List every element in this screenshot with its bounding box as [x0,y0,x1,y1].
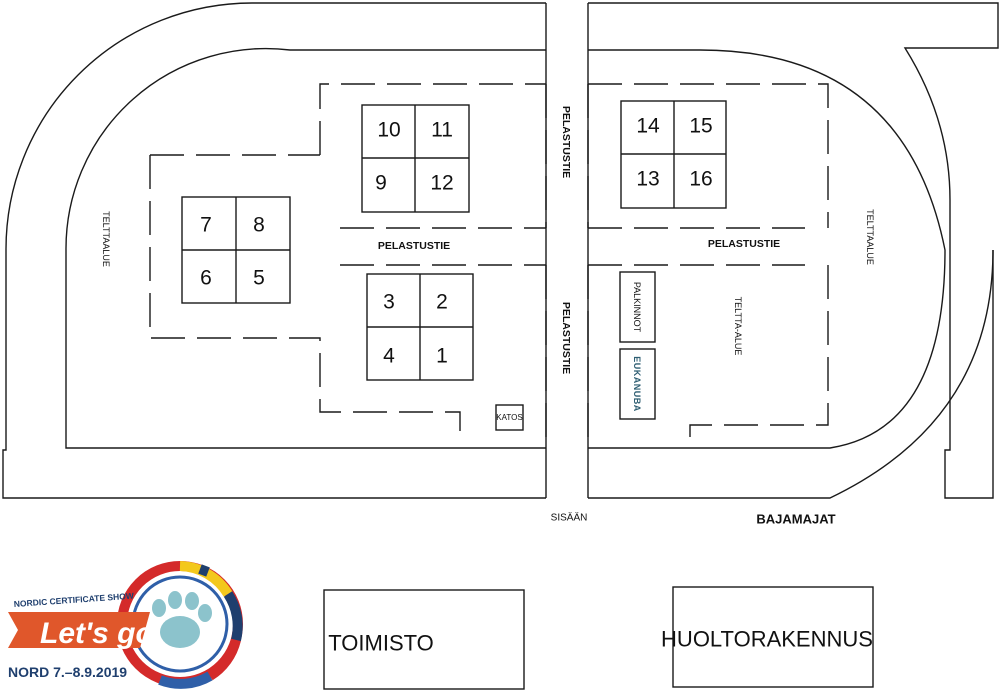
tent-area-label: TELTTA-ALUE [733,297,743,356]
office-building [323,589,525,690]
ring-11[interactable]: 11 [431,119,453,142]
ring-10[interactable]: 10 [377,119,400,142]
rescue-road-label: PELASTUSTIE [708,238,780,250]
sponsor-label: EUKANUBA [632,356,642,412]
ring-6[interactable]: 6 [200,267,212,290]
entrance-label: SISÄÄN [551,512,588,524]
ring-group-1-4: 3 2 4 1 [366,273,474,381]
tent-area-label: TELTTAALUE [865,209,875,265]
maintenance-label: HUOLTORAKENNUS [661,627,873,652]
tent-area-label: TELTTAALUE [101,211,111,267]
rescue-road-label: PELASTUSTIE [560,106,572,178]
maintenance-building [672,586,874,688]
ring-15[interactable]: 15 [689,115,712,138]
ring-group-9-12: 10 11 9 12 [361,104,470,213]
office-label: TOIMISTO [328,631,434,656]
sponsor-box [619,348,656,420]
shelter-box [495,404,524,431]
prizes-box [619,271,656,343]
ring-group-13-16: 14 15 13 16 [620,100,727,209]
ring-4[interactable]: 4 [383,345,395,368]
event-logo: Let's go NORDIC CERTIFICATE SHOW NORD 7.… [8,561,243,689]
logo-title: Let's go [40,617,154,650]
ring-2[interactable]: 2 [436,291,448,314]
logo-event-date: NORD 7.–8.9.2019 [8,664,127,680]
ring-3[interactable]: 3 [383,291,395,314]
ring-9[interactable]: 9 [375,172,387,195]
ring-12[interactable]: 12 [430,172,453,195]
rescue-road-label: PELASTUSTIE [560,302,572,374]
ring-13[interactable]: 13 [636,168,659,191]
logo-tagline: NORDIC CERTIFICATE SHOW [13,591,135,609]
toilets-label: BAJAMAJAT [756,512,835,527]
ring-1[interactable]: 1 [436,345,448,368]
ring-group-5-8: 7 8 6 5 [181,196,291,304]
prizes-label: PALKINNOT [632,282,642,333]
ring-8[interactable]: 8 [253,214,265,237]
ring-5[interactable]: 5 [253,267,265,290]
area-boundaries [149,83,829,442]
ring-7[interactable]: 7 [200,214,212,237]
ring-16[interactable]: 16 [689,168,712,191]
rescue-road-label: PELASTUSTIE [378,240,450,252]
ring-14[interactable]: 14 [636,115,660,138]
shelter-label: KATOS [496,413,522,422]
